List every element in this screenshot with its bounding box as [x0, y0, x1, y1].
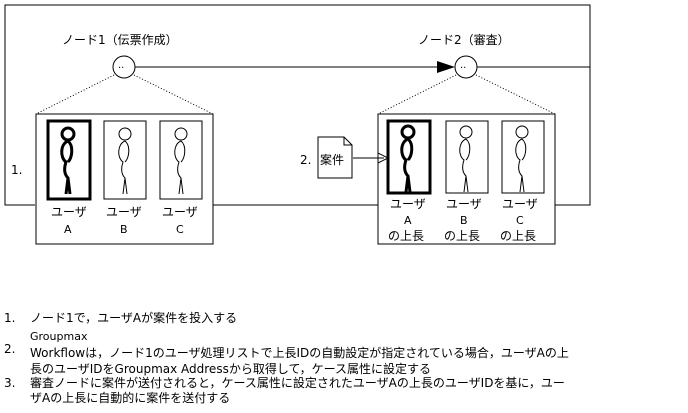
node2-user-b-line3: の上長 — [444, 229, 480, 243]
loop-line — [4, 4, 591, 206]
step1-marker: 1. — [11, 163, 22, 177]
node2-user-b-line2: B — [460, 214, 468, 227]
node2-user-a-line3: の上長 — [388, 229, 424, 243]
document-label: 案件 — [320, 152, 344, 167]
note-3-number: 3. — [4, 376, 16, 390]
note-1-number: 1. — [4, 311, 16, 325]
node1-label: ノード1（伝票作成） — [62, 33, 178, 47]
note-2-line-3: 長のユーザIDをGroupmax Addressから取得して，ケース属性に設定す… — [30, 362, 432, 376]
note-3-line-2: ザAの上長に自動的に案件を送付する — [30, 391, 231, 405]
step2-marker: 2. — [300, 153, 311, 167]
node1-user-c-line1: ユーザ — [162, 205, 198, 219]
node2-user-a-line1: ユーザ — [390, 197, 426, 211]
note-2-line-2: Workflowは，ノード1のユーザ処理リストで上長IDの自動設定が指定されてい… — [30, 346, 569, 360]
node2-user-c-line2: C — [516, 214, 524, 227]
note-2-number: 2. — [4, 342, 16, 356]
node2-user-a-line2: A — [404, 214, 412, 227]
note-3-line-1: 審査ノードに案件が送付されると，ケース属性に設定されたユーザAの上長のユーザID… — [30, 376, 565, 390]
node2-user-c-line1: ユーザ — [502, 197, 538, 211]
svg-text:··: ·· — [460, 63, 466, 74]
explanation-notes: 1. ノード1で，ユーザAが案件を投入する 2. Groupmax Workfl… — [0, 306, 688, 413]
svg-text:··: ·· — [118, 63, 124, 74]
flow-arrowhead — [437, 61, 455, 73]
node1-user-a-line1: ユーザ — [51, 205, 87, 219]
node1-user-b-line1: ユーザ — [106, 205, 142, 219]
note-2-line-1: Groupmax — [30, 330, 88, 343]
node1-user-b-line2: B — [120, 223, 128, 236]
workflow-diagram: ノード1（伝票作成） ノード2（審査） ·· ·· ユーザ A ユーザ B ユー… — [4, 4, 591, 245]
node2-label: ノード2（審査） — [418, 32, 510, 47]
document-icon[interactable] — [317, 136, 353, 179]
note-1-text: ノード1で，ユーザAが案件を投入する — [30, 311, 238, 325]
node1-user-a-line2: A — [64, 223, 72, 236]
node2-user-c-line3: の上長 — [500, 229, 536, 243]
node1-user-c-line2: C — [176, 223, 184, 236]
node2-user-b-line1: ユーザ — [446, 197, 482, 211]
